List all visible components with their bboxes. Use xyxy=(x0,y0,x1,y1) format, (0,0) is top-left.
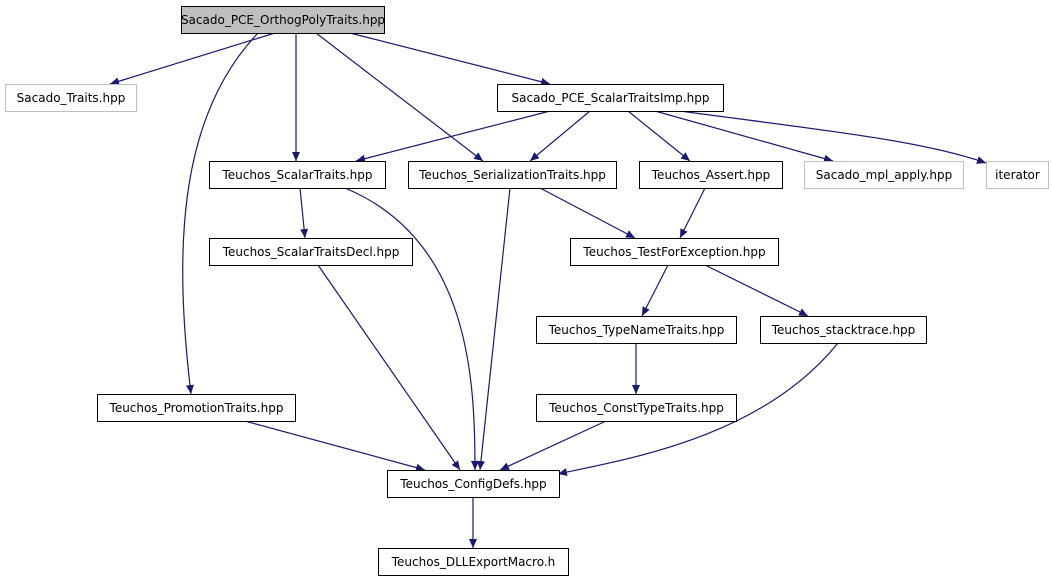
edge-t_serialization-to-t_testforexception xyxy=(539,187,636,239)
node-box xyxy=(497,84,724,112)
edge-root-to-t_promotion xyxy=(182,32,259,395)
edge-scalar_traits_imp-to-t_scalartraits xyxy=(355,110,551,163)
node-box xyxy=(209,161,386,189)
node-label: Sacado_PCE_ScalarTraitsImp.hpp xyxy=(512,91,710,105)
node-label: iterator xyxy=(995,168,1040,182)
node-label: Sacado_mpl_apply.hpp xyxy=(816,168,953,182)
node-t-configdefs[interactable]: Teuchos_ConfigDefs.hpp xyxy=(387,470,560,498)
node-label: Sacado_PCE_OrthogPolyTraits.hpp xyxy=(181,13,385,27)
node-t-serialization[interactable]: Teuchos_SerializationTraits.hpp xyxy=(408,161,617,189)
node-mpl-apply: Sacado_mpl_apply.hpp xyxy=(804,161,964,189)
node-box xyxy=(804,161,964,189)
edge-root-to-scalar_traits_imp xyxy=(349,32,551,86)
edge-t_assert-to-t_testforexception xyxy=(679,187,706,239)
node-label: Teuchos_SerializationTraits.hpp xyxy=(418,168,606,182)
edges-layer xyxy=(109,32,987,548)
node-t-promotion[interactable]: Teuchos_PromotionTraits.hpp xyxy=(97,394,296,422)
nodes-layer: Sacado_PCE_OrthogPolyTraits.hppSacado_Tr… xyxy=(5,6,1049,576)
node-t-scalartraits[interactable]: Teuchos_ScalarTraits.hpp xyxy=(209,161,386,189)
node-t-assert[interactable]: Teuchos_Assert.hpp xyxy=(639,161,783,189)
edge-t_testforexception-to-t_typenametraits xyxy=(641,264,669,317)
edge-t_scalartraits-to-t_configdefs xyxy=(344,187,479,471)
node-sacado-traits: Sacado_Traits.hpp xyxy=(5,84,137,112)
node-label: Teuchos_ConstTypeTraits.hpp xyxy=(548,401,724,415)
edge-scalar_traits_imp-to-t_assert xyxy=(627,110,691,162)
node-box xyxy=(760,316,927,344)
edge-root-to-t_serialization xyxy=(315,32,484,162)
edge-scalar_traits_imp-to-t_serialization xyxy=(529,110,591,162)
edge-scalar_traits_imp-to-mpl_apply xyxy=(654,110,834,163)
node-label: Teuchos_PromotionTraits.hpp xyxy=(109,401,284,415)
node-box xyxy=(536,316,737,344)
node-box xyxy=(387,470,560,498)
edge-scalar_traits_imp-to-iterator xyxy=(679,110,987,164)
edge-t_promotion-to-t_configdefs xyxy=(244,420,426,472)
node-label: Teuchos_ConfigDefs.hpp xyxy=(399,477,546,491)
edge-t_serialization-to-t_configdefs xyxy=(476,187,511,471)
node-label: Teuchos_Assert.hpp xyxy=(651,168,770,182)
node-label: Teuchos_DLLExportMacro.h xyxy=(391,555,556,569)
node-t-consttypetraits[interactable]: Teuchos_ConstTypeTraits.hpp xyxy=(536,394,737,422)
node-box xyxy=(639,161,783,189)
node-label: Teuchos_ScalarTraitsDecl.hpp xyxy=(222,245,400,259)
node-box xyxy=(536,394,737,422)
node-label: Teuchos_TypeNameTraits.hpp xyxy=(548,323,725,337)
node-label: Sacado_Traits.hpp xyxy=(17,91,126,105)
edge-t_consttypetraits-to-t_configdefs xyxy=(499,420,607,471)
node-box xyxy=(97,394,296,422)
edge-t_scalartraits-to-t_scalartraitsdecl xyxy=(299,187,309,239)
node-label: Teuchos_TestForException.hpp xyxy=(582,245,765,259)
edge-t_testforexception-to-t_stacktrace xyxy=(704,264,809,317)
node-box xyxy=(986,161,1049,189)
node-box xyxy=(181,6,385,34)
node-box xyxy=(5,84,137,112)
node-box xyxy=(570,238,779,266)
node-t-dllexport[interactable]: Teuchos_DLLExportMacro.h xyxy=(378,548,569,576)
edge-t_scalartraitsdecl-to-t_configdefs xyxy=(317,264,461,471)
node-label: Teuchos_ScalarTraits.hpp xyxy=(221,168,372,182)
node-scalar-traits-imp[interactable]: Sacado_PCE_ScalarTraitsImp.hpp xyxy=(497,84,724,112)
node-label: Teuchos_stacktrace.hpp xyxy=(771,323,916,337)
node-iterator: iterator xyxy=(986,161,1049,189)
edge-root-to-sacado_traits xyxy=(109,32,276,86)
node-root[interactable]: Sacado_PCE_OrthogPolyTraits.hpp xyxy=(181,6,385,34)
node-box xyxy=(378,548,569,576)
node-t-scalartraitsdecl[interactable]: Teuchos_ScalarTraitsDecl.hpp xyxy=(209,238,413,266)
node-box xyxy=(408,161,617,189)
node-box xyxy=(209,238,413,266)
edge-t_stacktrace-to-t_configdefs xyxy=(557,342,839,476)
node-t-typenametraits[interactable]: Teuchos_TypeNameTraits.hpp xyxy=(536,316,737,344)
node-t-testforexception[interactable]: Teuchos_TestForException.hpp xyxy=(570,238,779,266)
node-t-stacktrace[interactable]: Teuchos_stacktrace.hpp xyxy=(760,316,927,344)
